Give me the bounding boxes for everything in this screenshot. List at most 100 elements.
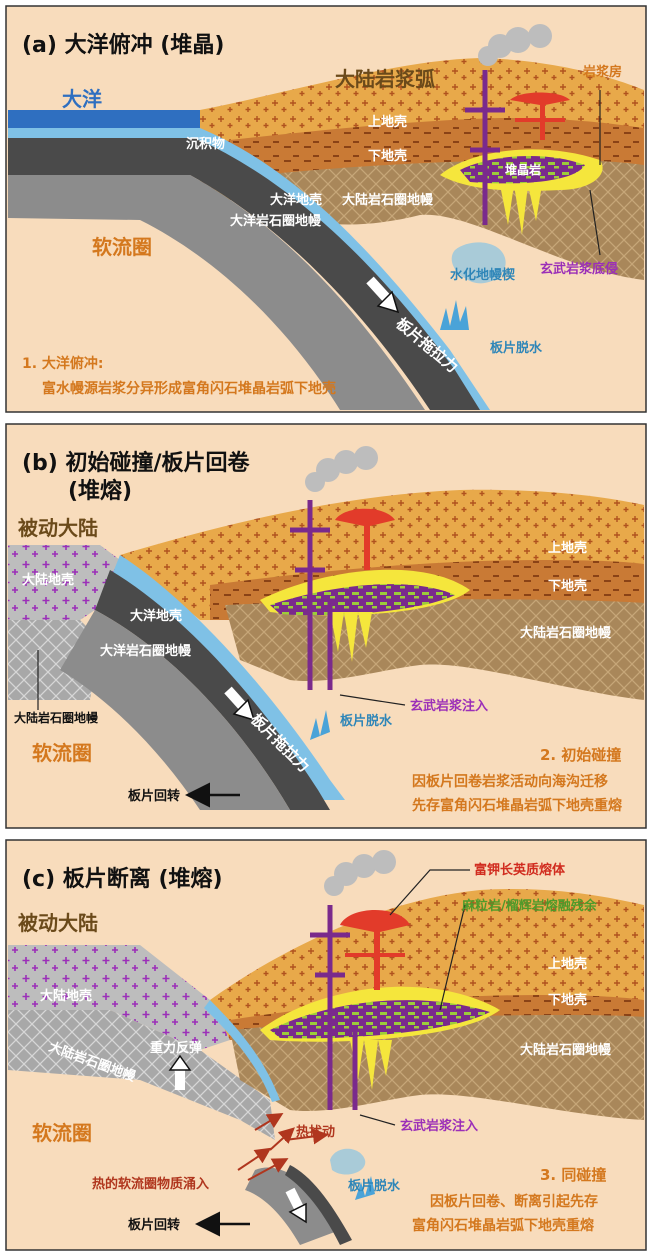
basalt-sills-a <box>465 107 505 153</box>
label-upper-crust-c: 上地壳 <box>548 956 587 972</box>
label-underplating: 玄武岩浆底侵 <box>540 261 618 277</box>
note-c-line2: 富角闪石堆晶岩弧下地壳重熔 <box>412 1217 595 1234</box>
leader-melt-c <box>389 869 470 916</box>
panel-c-title: (c) 板片断离 (堆熔) <box>22 866 223 892</box>
label-melt-c: 富钾长英质熔体 <box>474 862 566 878</box>
label-rebound-c: 重力反弹 <box>150 1040 202 1056</box>
label-injection-c: 玄武岩浆注入 <box>400 1118 478 1134</box>
dehydration-flames-a <box>440 300 469 330</box>
note-b-title: 2. 初始碰撞 <box>540 746 621 764</box>
cumulate-body-a <box>460 155 585 184</box>
leader-residue-c <box>439 904 466 1011</box>
label-dehydration-b: 板片脱水 <box>340 713 393 729</box>
label-upper-crust-b: 上地壳 <box>548 540 587 556</box>
label-hydrated-wedge: 水化地幔楔 <box>450 267 515 283</box>
label-asthenosphere-b: 软流圈 <box>32 741 92 765</box>
note-c-title: 3. 同碰撞 <box>540 1166 606 1184</box>
dehydration-flames-c <box>355 1176 375 1200</box>
broken-slab-crust-c <box>285 1165 352 1245</box>
slab-sink-arrowhead-c <box>288 1202 307 1224</box>
label-rollback-b: 板片回转 <box>128 788 180 804</box>
cumulate-body-c <box>270 1000 490 1039</box>
ocean-water <box>8 110 200 128</box>
label-cont-mantle-a: 大陆岩石圈地幔 <box>342 192 434 208</box>
volcanic-smoke-c <box>324 850 396 896</box>
basalt-sills-b <box>290 527 330 573</box>
oceanic-crust-a <box>8 138 480 410</box>
leader-injection-c <box>359 1114 396 1126</box>
label-passive-mantle-b: 大陆岩石圈地幔 <box>14 710 99 725</box>
granite-c <box>340 910 410 990</box>
label-magma-chamber: 岩浆房 <box>582 64 622 80</box>
label-oceanic-crust-b: 大洋地壳 <box>130 608 182 624</box>
label-arc: 大陆岩浆弧 <box>335 67 435 91</box>
rebound-arrowhead-c <box>168 1054 192 1071</box>
panel-a-title: (a) 大洋俯冲 (堆晶) <box>22 32 224 58</box>
oceanic-mantle-a <box>8 175 425 410</box>
note-b-line1: 因板片回卷岩浆活动向海沟迁移 <box>412 773 608 790</box>
label-residue-c: 麻粒岩/榴辉岩熔融残余 <box>461 898 598 914</box>
note-a-title: 1. 大洋俯冲: <box>22 355 104 372</box>
label-passive-c: 被动大陆 <box>18 911 98 935</box>
label-injection-b: 玄武岩浆注入 <box>410 698 488 714</box>
panel-b: (b) 初始碰撞/板片回卷 (堆熔) 被动大陆 大陆地壳 大陆岩石圈地幔 上地壳… <box>5 423 647 829</box>
label-cumulate: 堆晶岩 <box>505 162 541 177</box>
leader-injection-b <box>339 694 406 706</box>
label-upper-crust-a: 上地壳 <box>368 114 407 130</box>
thermal-arrows-c <box>237 1112 329 1181</box>
label-rollback-c: 板片回转 <box>128 1217 180 1233</box>
passive-crust-c <box>8 945 230 1050</box>
volcanic-smoke-b <box>305 446 378 492</box>
label-lower-crust-b: 下地壳 <box>548 578 587 594</box>
note-c-line1: 因板片回卷、断离引起先存 <box>430 1193 598 1210</box>
panel-a: (a) 大洋俯冲 (堆晶) 大洋 大陆岩浆弧 岩浆房 上地壳 下地壳 沉积物 堆… <box>5 5 647 413</box>
label-cont-mantle-c: 大陆岩石圈地幔 <box>520 1042 612 1058</box>
label-cont-crust-b: 大陆地壳 <box>22 572 74 588</box>
note-b-line2: 先存富角闪石堆晶岩弧下地壳重熔 <box>412 797 623 814</box>
oceanic-crust-b <box>95 570 330 810</box>
cumulate-roots-a <box>500 185 542 235</box>
basalt-conduit-c <box>327 905 358 1110</box>
basalt-sills-c <box>310 932 350 978</box>
passive-mantle-c <box>8 1010 275 1140</box>
label-dehydration-c: 板片脱水 <box>348 1178 401 1194</box>
label-upwelling-c: 热的软流圈物质涌入 <box>92 1176 209 1192</box>
broken-slab-c <box>245 1167 340 1245</box>
granite-a <box>510 92 570 140</box>
panel-b-title-2: (堆熔) <box>68 478 132 504</box>
label-sediment: 沉积物 <box>186 136 225 152</box>
panel-b-title-1: (b) 初始碰撞/板片回卷 <box>22 450 251 476</box>
label-lower-crust-c: 下地壳 <box>548 992 587 1008</box>
label-lower-crust-a: 下地壳 <box>368 148 407 164</box>
label-oceanic-crust-a: 大洋地壳 <box>270 192 322 208</box>
slab-pull-arrowhead-a <box>376 290 400 314</box>
panel-c: (c) 板片断离 (堆熔) 被动大陆 大陆地壳 大陆岩石圈地幔 富钾长英质熔体 … <box>5 839 647 1251</box>
slab-sink-arrow-c <box>285 1187 305 1213</box>
cumulate-body-b <box>270 584 455 616</box>
label-cont-mantle-b: 大陆岩石圈地幔 <box>520 625 612 641</box>
label-thermal-c: 热扰动 <box>296 1124 335 1140</box>
leader-underplate <box>589 189 601 256</box>
hydrated-blob-c <box>330 1148 366 1175</box>
label-passive-b: 被动大陆 <box>18 516 98 540</box>
sediment-c <box>204 1000 280 1102</box>
oceanic-mantle-b <box>60 610 290 810</box>
label-oceanic-mantle-a: 大洋岩石圈地幔 <box>230 213 322 229</box>
label-dehydration-a: 板片脱水 <box>490 340 543 356</box>
slab-pull-arrowhead-b <box>232 698 256 722</box>
cumulate-roots-c <box>350 1040 392 1090</box>
dehydration-flames-b <box>310 710 330 740</box>
cumulate-roots-b <box>330 612 372 662</box>
label-ocean: 大洋 <box>62 87 102 111</box>
label-cont-crust-c: 大陆地壳 <box>40 988 92 1004</box>
label-asthenosphere-a: 软流圈 <box>92 235 152 259</box>
passive-crust-b <box>8 545 120 620</box>
hydrated-wedge <box>451 242 506 284</box>
label-asthenosphere-c: 软流圈 <box>32 1121 92 1145</box>
granite-b <box>335 508 395 570</box>
volcanic-smoke-a <box>478 24 552 66</box>
label-oceanic-mantle-b: 大洋岩石圈地幔 <box>100 643 192 659</box>
note-a-body: 富水幔源岩浆分异形成富角闪石堆晶岩弧下地壳 <box>42 380 336 397</box>
